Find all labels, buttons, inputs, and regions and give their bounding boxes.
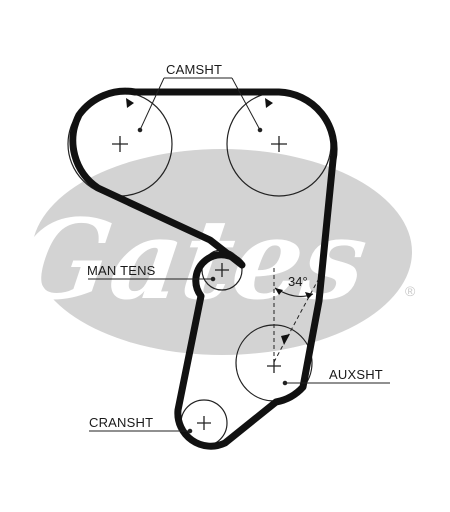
leader-dot (187, 428, 193, 434)
angle-label: 34° (288, 274, 308, 289)
crankshaft-label: CRANSHT (89, 415, 153, 430)
crosshair-icon (215, 263, 229, 277)
inclined-arrow-icon (281, 334, 290, 345)
camshaft-label: CAMSHT (166, 62, 222, 77)
pulley-centers (112, 136, 287, 430)
timing-belt (69, 87, 338, 450)
crosshair-icon (197, 416, 211, 430)
crosshair-icon (271, 136, 287, 152)
angle-indicator (273, 268, 319, 363)
leader-dot (210, 276, 216, 282)
watermark-brand-text: Gates (8, 196, 374, 325)
crosshair-icon (112, 136, 128, 152)
timing-mark-right-icon (265, 98, 273, 108)
labels: CAMSHT MAN TENS AUXSHT CRANSHT 34° (87, 62, 383, 430)
leader-dot (282, 380, 288, 386)
camshaft-leader (139, 77, 261, 131)
arc-arrow-left-icon (275, 288, 283, 295)
timing-marks (126, 98, 273, 108)
watermark-registered-mark: ® (405, 283, 416, 299)
manual-tensioner-label: MAN TENS (87, 263, 156, 278)
timing-mark-left-icon (126, 98, 134, 108)
leader-lines (88, 77, 390, 434)
auxiliary-shaft-label: AUXSHT (329, 367, 383, 382)
arc-arrow-right-icon (305, 292, 313, 299)
leader-dot (137, 127, 143, 133)
leader-dot (257, 127, 263, 133)
